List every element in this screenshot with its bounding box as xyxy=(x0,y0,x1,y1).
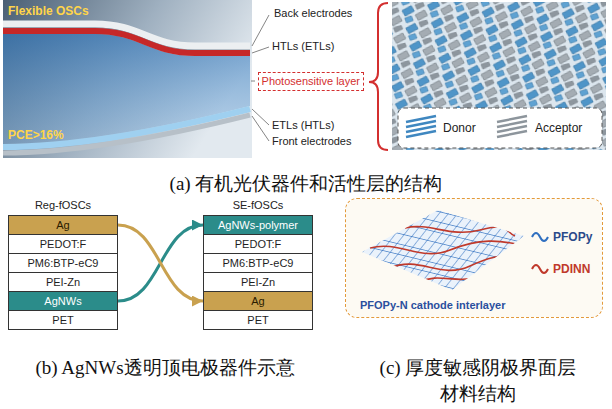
leader-line xyxy=(252,109,269,125)
block-ground xyxy=(392,2,606,150)
legend-entry: PDINN xyxy=(553,262,590,276)
layer-box: AgNWs-polymer xyxy=(203,215,313,235)
device-illustration xyxy=(3,0,252,158)
mesh-plane xyxy=(362,210,524,290)
acceptor-sample xyxy=(497,116,527,137)
connector-arrow xyxy=(118,225,203,301)
layer-label: ETLs (HTLs) xyxy=(272,119,334,132)
legend-text: PFOPy xyxy=(553,230,592,244)
efficiency-tag: PCE>16% xyxy=(8,128,64,142)
node-text: PEDOT:F xyxy=(40,238,86,251)
leader-line xyxy=(251,81,255,82)
illustration-ground xyxy=(3,0,252,158)
layer-box: PM6:BTP-eC9 xyxy=(203,253,313,273)
legend-text: Acceptor xyxy=(535,121,582,135)
node-text: PEDOT:F xyxy=(235,238,281,251)
title-tag: Flexible OSCs xyxy=(8,4,89,18)
mesh-ground xyxy=(346,199,602,317)
layer-box: PET xyxy=(203,310,313,330)
node-text: PM6:BTP-eC9 xyxy=(223,257,294,270)
label-text: HTLs (ETLs) xyxy=(272,40,334,52)
label-text: SE-fOSCs xyxy=(233,199,284,211)
layer-label: HTLs (ETLs) xyxy=(272,40,334,53)
node-text: Photosensitive layer xyxy=(262,75,360,87)
label-text: Reg-fOSCs xyxy=(35,199,91,211)
connector-arrow xyxy=(118,225,203,301)
layer-box: Ag xyxy=(203,291,313,311)
node-text: PM6:BTP-eC9 xyxy=(28,257,99,270)
legend-entry: PFOPy xyxy=(553,230,592,244)
label-text: (b) AgNWs透明顶电极器件示意 xyxy=(35,357,294,378)
label-text: Front electrodes xyxy=(272,135,351,147)
node-text: PET xyxy=(52,314,73,327)
panel-caption: (b) AgNWs透明顶电极器件示意 xyxy=(5,355,325,381)
front-electrode-layer xyxy=(3,115,250,153)
layer-box: AgNWs xyxy=(8,291,118,311)
layer-box: PEI-Zn xyxy=(8,272,118,292)
legend-entry: Acceptor xyxy=(535,121,582,135)
legend-box xyxy=(398,108,602,148)
node-text: AgNWs xyxy=(44,295,81,308)
layer-box: PEI-Zn xyxy=(203,272,313,292)
node-text: PEI-Zn xyxy=(46,276,80,289)
node-text: PET xyxy=(247,314,268,327)
label-text: (a) 有机光伏器件和活性层的结构 xyxy=(170,173,443,194)
layer-label: Front electrodes xyxy=(272,135,351,148)
label-text: PCE>16% xyxy=(8,128,64,142)
leader-line xyxy=(252,47,269,53)
node-text: AgNWs-polymer xyxy=(218,219,298,232)
leader-line xyxy=(252,15,269,46)
panel-caption: (a) 有机光伏器件和活性层的结构 xyxy=(0,171,612,197)
legend-text: Donor xyxy=(443,121,476,135)
layer-box: PEDOT:F xyxy=(8,234,118,254)
label-text: Flexible OSCs xyxy=(8,4,89,18)
layer-box: Ag xyxy=(8,215,118,235)
node-text: PEI-Zn xyxy=(241,276,275,289)
panel-caption: (c) 厚度敏感阴极界面层 材料结构 xyxy=(372,355,584,407)
pdinn-sample xyxy=(532,265,548,273)
node-text: Ag xyxy=(251,295,264,308)
block-cubes xyxy=(392,2,606,150)
pfopy-network xyxy=(362,210,524,290)
node-text: Ag xyxy=(56,219,69,232)
layer-box: PM6:BTP-eC9 xyxy=(8,253,118,273)
legend-entry: Donor xyxy=(443,121,476,135)
donor-sample xyxy=(406,116,436,137)
photosensitive-box: Photosensitive layer xyxy=(258,72,364,91)
connectors xyxy=(118,225,203,301)
mesh-illustration xyxy=(346,199,602,317)
pfopy-sample xyxy=(532,233,548,241)
label-text: ETLs (HTLs) xyxy=(272,119,334,131)
label-text: Back electrodes xyxy=(274,7,352,19)
stack-title: Reg-fOSCs xyxy=(8,199,118,212)
stack-title: SE-fOSCs xyxy=(203,199,313,212)
bracket xyxy=(369,3,388,150)
leader-line xyxy=(252,116,269,141)
label-text: (c) 厚度敏感阴极界面层 材料结构 xyxy=(380,357,577,404)
pdinn-chains xyxy=(370,227,520,282)
layer-label: Back electrodes xyxy=(274,7,352,20)
node-text: PFOPy-N cathode interlayer xyxy=(360,299,602,312)
layer-box: PET xyxy=(8,310,118,330)
active-layer-block xyxy=(392,2,606,150)
legend-text: PDINN xyxy=(553,262,590,276)
interlayer-box: PFOPy-N cathode interlayer xyxy=(345,198,603,318)
htl-layer xyxy=(3,31,250,53)
layer-box: PEDOT:F xyxy=(203,234,313,254)
